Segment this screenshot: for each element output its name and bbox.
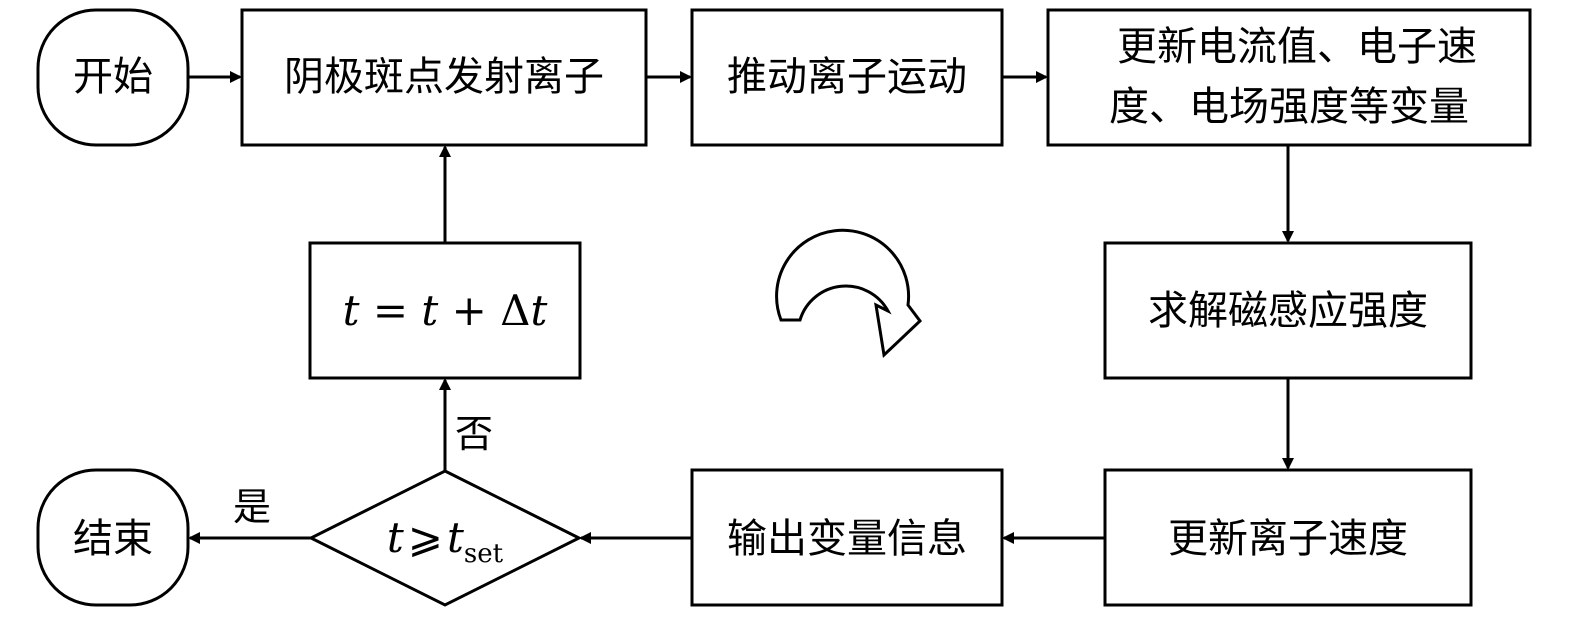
decision-op: ⩾ xyxy=(408,513,443,562)
emit-ions-label: 阴极斑点发射离子 xyxy=(284,54,604,100)
no-label: 否 xyxy=(455,412,493,456)
decision-formula: t⩾tset xyxy=(387,513,504,569)
solve-b-node: 求解磁感应强度 xyxy=(1103,241,1473,380)
decision-var: t xyxy=(387,513,404,562)
end-label: 结束 xyxy=(73,516,153,562)
output-label: 输出变量信息 xyxy=(727,516,967,562)
timestep-delta: Δ xyxy=(500,286,530,335)
clockwise-arrow-icon xyxy=(775,228,923,359)
timestep-rhs: t xyxy=(421,286,438,335)
start-node: 开始 xyxy=(36,8,190,147)
timestep-formula: t = t + Δt xyxy=(343,286,548,335)
emit-ions-node: 阴极斑点发射离子 xyxy=(240,8,648,147)
update-ion-node: 更新离子速度 xyxy=(1103,468,1473,607)
push-ions-node: 推动离子运动 xyxy=(690,8,1004,147)
push-ions-label: 推动离子运动 xyxy=(727,54,967,100)
update-vars-line2: 度、电场强度等变量 xyxy=(1109,84,1469,130)
decision-rhs: t xyxy=(447,513,464,562)
timestep-plus: + xyxy=(438,286,500,335)
yes-label: 是 xyxy=(233,485,271,529)
decision-node: t⩾tset xyxy=(307,469,583,607)
output-node: 输出变量信息 xyxy=(690,468,1004,607)
timestep-node: t = t + Δt xyxy=(308,241,582,380)
update-ion-label: 更新离子速度 xyxy=(1168,516,1408,562)
update-vars-line1: 更新电流值、电子速 xyxy=(1117,24,1477,70)
end-node: 结束 xyxy=(36,468,190,607)
solve-b-label: 求解磁感应强度 xyxy=(1148,288,1428,334)
decision-sub: set xyxy=(464,539,504,569)
start-label: 开始 xyxy=(73,54,153,100)
timestep-lhs: t xyxy=(343,286,360,335)
update-vars-node: 更新电流值、电子速 度、电场强度等变量 xyxy=(1046,8,1532,147)
timestep-eq: = xyxy=(359,286,421,335)
timestep-dt: t xyxy=(531,286,548,335)
